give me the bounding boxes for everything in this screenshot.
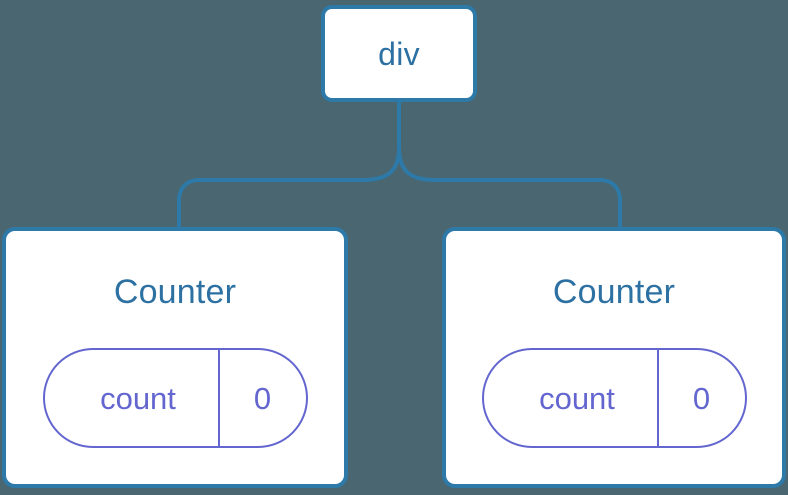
state-pill-1-key: count (539, 380, 615, 416)
node-counter-1[interactable]: Counter count 0 (442, 227, 786, 488)
node-counter-1-label: Counter (552, 273, 676, 311)
state-pill-0[interactable]: count 0 (42, 348, 308, 448)
connector-branch-right (397, 147, 622, 229)
node-root-div[interactable]: div (321, 5, 477, 102)
connector-branch-left (177, 147, 401, 229)
node-root-label: div (378, 35, 420, 72)
state-pill-0-key: count (100, 380, 176, 416)
state-pill-1-value: 0 (656, 350, 745, 446)
node-counter-0[interactable]: Counter count 0 (2, 227, 348, 488)
state-pill-1[interactable]: count 0 (481, 348, 747, 448)
state-pill-0-value: 0 (217, 350, 306, 446)
node-counter-0-label: Counter (113, 273, 237, 311)
